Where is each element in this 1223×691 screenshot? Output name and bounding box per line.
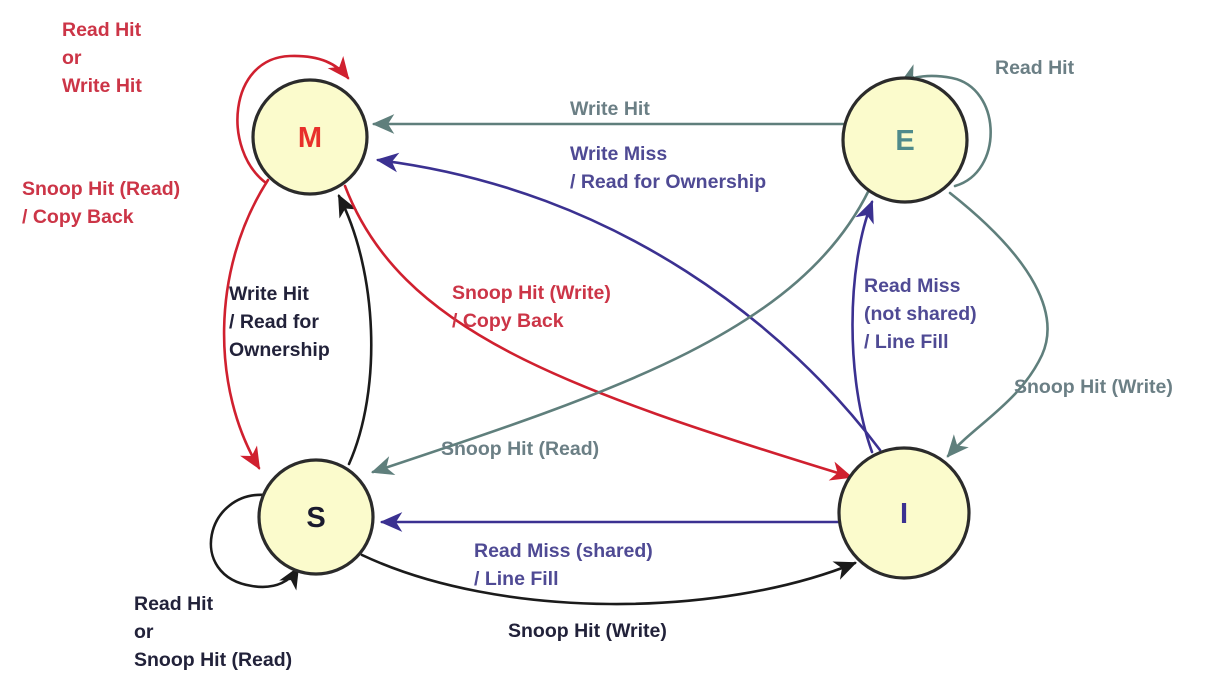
label-e-to-i: Snoop Hit (Write)	[1014, 376, 1173, 398]
label-line: or	[134, 621, 154, 643]
edge-m-to-s	[222, 178, 270, 470]
label-line: Read Miss (shared)	[474, 540, 653, 562]
node-e[interactable]: E	[841, 76, 969, 204]
label-line: / Line Fill	[474, 568, 559, 590]
label-line: or	[62, 47, 82, 69]
edge-e-self-loop	[899, 64, 992, 188]
label-m-to-i: Snoop Hit (Write) / Copy Back	[452, 282, 611, 332]
label-line: / Copy Back	[452, 310, 564, 332]
label-i-to-m: Write Miss / Read for Ownership	[570, 143, 766, 193]
label-m-self-loop: Read Hit or Write Hit	[62, 19, 142, 97]
label-line: / Read for	[229, 311, 319, 333]
node-s-circle[interactable]	[257, 458, 375, 576]
label-m-to-s: Snoop Hit (Read) / Copy Back	[22, 178, 180, 228]
label-line: / Read for Ownership	[570, 171, 766, 193]
label-line: Read Hit	[134, 593, 214, 615]
node-e-circle[interactable]	[841, 76, 969, 204]
label-line: Ownership	[229, 339, 330, 361]
node-m-label: M	[298, 122, 322, 154]
label-e-to-s: Snoop Hit (Read)	[441, 438, 599, 460]
edge-i-to-e	[851, 200, 874, 454]
label-s-self-loop: Read Hit or Snoop Hit (Read)	[134, 593, 292, 671]
node-m-circle[interactable]	[251, 78, 369, 196]
edge-e-to-s	[371, 188, 871, 475]
edge-s-self-loop	[209, 493, 300, 591]
label-line: Read Miss	[864, 275, 961, 297]
label-line: Snoop Hit (Read)	[22, 178, 180, 200]
edge-s-to-i	[360, 553, 857, 606]
label-line: Read Hit	[995, 57, 1075, 79]
label-e-self-loop: Read Hit	[995, 57, 1075, 79]
node-m[interactable]: M	[251, 78, 369, 196]
label-s-to-i: Snoop Hit (Write)	[508, 620, 667, 642]
label-line: Read Hit	[62, 19, 142, 41]
label-line: Write Hit	[62, 75, 142, 97]
label-line: / Copy Back	[22, 206, 134, 228]
node-i-circle[interactable]	[837, 446, 971, 580]
node-i[interactable]: I	[837, 446, 971, 580]
label-line: Write Miss	[570, 143, 667, 165]
label-line: Snoop Hit (Read)	[134, 649, 292, 671]
edge-m-to-i	[343, 184, 853, 481]
label-i-to-e: Read Miss (not shared) / Line Fill	[864, 275, 977, 353]
node-i-label: I	[900, 498, 908, 530]
label-line: Write Hit	[570, 98, 650, 120]
label-line: Snoop Hit (Write)	[508, 620, 667, 642]
label-line: Snoop Hit (Write)	[452, 282, 611, 304]
label-line: / Line Fill	[864, 331, 949, 353]
node-s-label: S	[306, 502, 325, 534]
edge-m-self-loop	[236, 54, 350, 185]
node-e-label: E	[895, 125, 914, 157]
label-i-to-s: Read Miss (shared) / Line Fill	[474, 540, 653, 590]
node-s[interactable]: S	[257, 458, 375, 576]
label-line: Snoop Hit (Write)	[1014, 376, 1173, 398]
label-s-to-m: Write Hit / Read for Ownership	[229, 283, 330, 361]
edge-e-to-i	[946, 191, 1049, 458]
label-e-to-m: Write Hit	[570, 98, 650, 120]
label-line: Write Hit	[229, 283, 309, 305]
label-line: Snoop Hit (Read)	[441, 438, 599, 460]
edge-i-to-m	[375, 152, 882, 452]
label-line: (not shared)	[864, 303, 977, 325]
edge-s-to-m	[337, 194, 373, 466]
